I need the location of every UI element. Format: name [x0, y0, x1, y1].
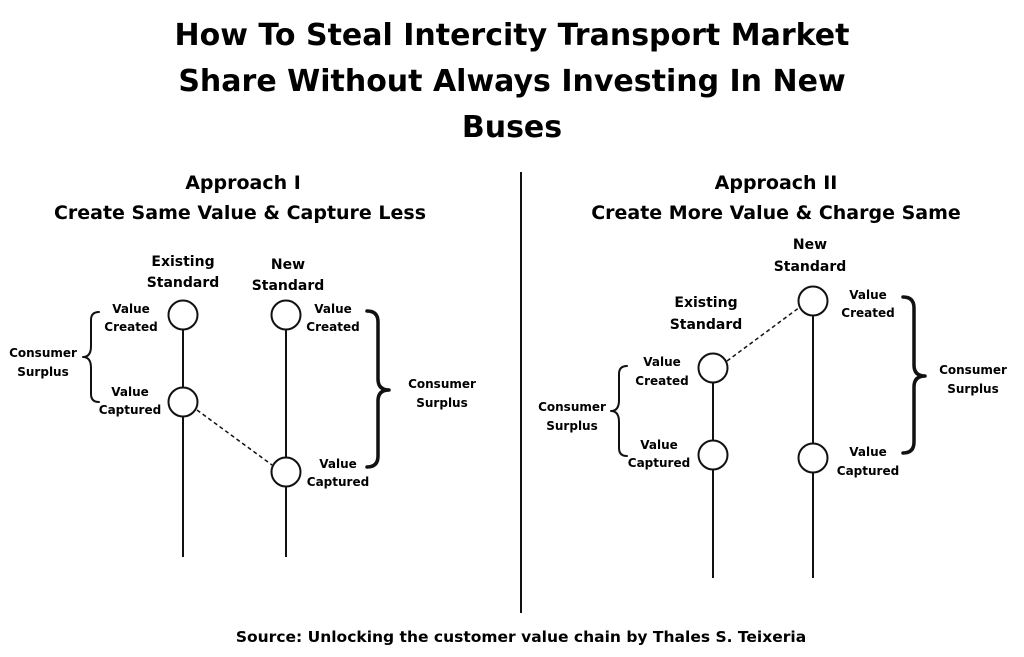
a2-new-created-label-1: Value — [849, 288, 887, 302]
a1-existing-created-label-2: Created — [104, 320, 157, 334]
a1-existing-label-1: Existing — [151, 254, 214, 270]
a2-right-surplus-label-1: Consumer — [939, 363, 1007, 377]
source-caption: Source: Unlocking the customer value cha… — [236, 628, 806, 646]
a1-new-label-2: Standard — [252, 278, 325, 294]
approach-2-subheading: Create More Value & Charge Same — [591, 202, 961, 224]
approach-2-heading: Approach II — [715, 172, 838, 194]
a1-new-captured-label-1: Value — [319, 457, 357, 471]
a2-dashed-connector — [726, 306, 801, 362]
title-line-1: How To Steal Intercity Transport Market — [175, 18, 850, 53]
a2-existing-value-captured-node — [697, 439, 729, 471]
a2-existing-label-1: Existing — [674, 295, 737, 311]
a1-right-brace — [365, 309, 391, 469]
a1-new-created-label-1: Value — [314, 302, 352, 316]
a1-existing-value-created-node — [167, 299, 199, 331]
a1-left-surplus-label-2: Surplus — [17, 365, 69, 379]
a2-left-surplus-label-2: Surplus — [546, 419, 598, 433]
a1-existing-value-captured-node — [167, 386, 199, 418]
a1-existing-created-label-1: Value — [112, 302, 150, 316]
a2-left-surplus-label-1: Consumer — [538, 400, 606, 414]
approach-2-panel: Approach II Create More Value & Charge S… — [538, 172, 1007, 578]
title-line-2: Share Without Always Investing In New — [178, 64, 845, 99]
a2-existing-label-2: Standard — [670, 317, 743, 333]
a1-new-captured-label-2: Captured — [307, 475, 369, 489]
a1-right-surplus-label-2: Surplus — [416, 396, 468, 410]
a1-left-surplus-label-1: Consumer — [9, 346, 77, 360]
a2-existing-created-label-1: Value — [643, 355, 681, 369]
a1-new-label-1: New — [271, 257, 305, 273]
a2-existing-value-created-node — [697, 352, 729, 384]
a2-new-label-2: Standard — [774, 259, 847, 275]
a1-existing-captured-label-1: Value — [111, 385, 149, 399]
a1-dashed-connector — [196, 409, 273, 466]
a1-existing-captured-label-2: Captured — [99, 403, 161, 417]
a2-new-captured-label-2: Captured — [837, 464, 899, 478]
approach-1-panel: Approach I Create Same Value & Capture L… — [9, 172, 476, 557]
a2-existing-created-label-2: Created — [635, 374, 688, 388]
a2-right-surplus-label-2: Surplus — [947, 382, 999, 396]
a1-existing-label-2: Standard — [147, 275, 220, 291]
approach-1-heading: Approach I — [185, 172, 301, 194]
a1-new-value-created-node — [270, 299, 302, 331]
a2-new-created-label-2: Created — [841, 306, 894, 320]
a1-right-surplus-label-1: Consumer — [408, 377, 476, 391]
a2-new-label-1: New — [793, 237, 827, 253]
a2-new-value-created-node — [797, 285, 829, 317]
title-line-3: Buses — [462, 110, 562, 145]
a2-existing-captured-label-2: Captured — [628, 456, 690, 470]
approach-1-subheading: Create Same Value & Capture Less — [54, 202, 426, 224]
a1-new-created-label-2: Created — [306, 320, 359, 334]
a2-new-captured-label-1: Value — [849, 445, 887, 459]
a2-existing-captured-label-1: Value — [640, 438, 678, 452]
a1-new-value-captured-node — [270, 456, 302, 488]
a2-left-brace — [610, 365, 628, 457]
a2-right-brace — [901, 295, 927, 455]
a2-new-value-captured-node — [797, 442, 829, 474]
a1-left-brace — [82, 311, 100, 403]
